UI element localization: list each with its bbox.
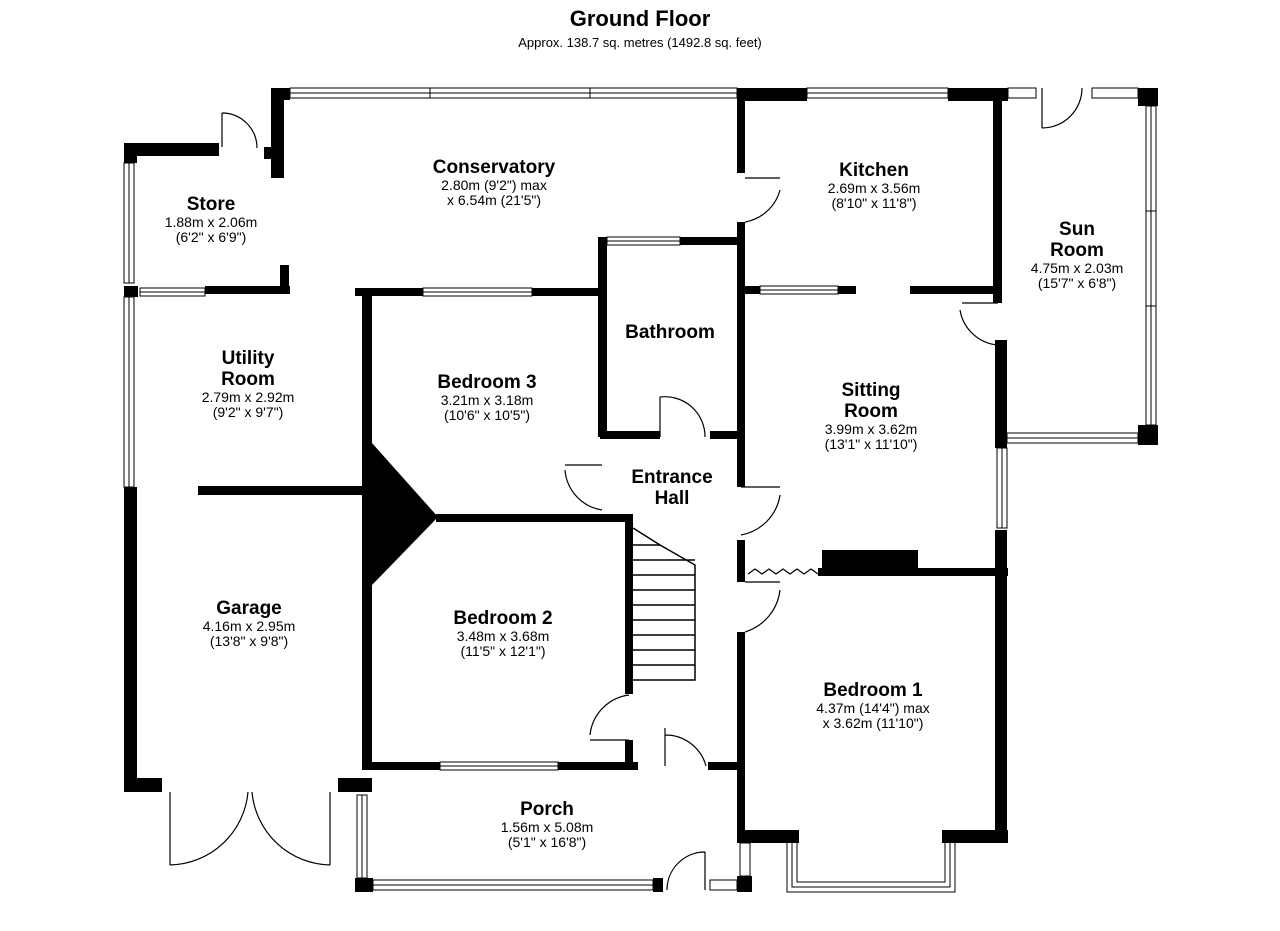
room-name: Porch: [520, 799, 574, 820]
room-name: Bathroom: [625, 322, 715, 343]
room-name: Bedroom 1: [823, 680, 923, 701]
room-name: Kitchen: [839, 160, 909, 181]
room-dimensions: 4.75m x 2.03m: [1030, 260, 1124, 276]
room-name: Sitting: [841, 380, 901, 401]
room-name: Store: [186, 194, 236, 215]
room-dimensions: 1.56m x 5.08m: [500, 819, 594, 835]
room-dimensions: (5'1" x 16'8"): [507, 834, 587, 850]
room-dimensions: 3.99m x 3.62m: [824, 421, 918, 437]
room-dimensions: 1.88m x 2.06m: [164, 214, 258, 230]
plan-title: Ground Floor: [569, 6, 711, 31]
room-dimensions: 3.48m x 3.68m: [456, 628, 550, 644]
room-dimensions: 2.80m (9'2") max: [441, 177, 547, 193]
room-name: Entrance: [631, 467, 713, 488]
room-dimensions: 2.69m x 3.56m: [827, 180, 921, 196]
room-name: Room: [844, 401, 898, 422]
plan-area: Approx. 138.7 sq. metres (1492.8 sq. fee…: [518, 35, 762, 50]
room-dimensions: (10'6" x 10'5"): [443, 407, 531, 423]
room-name: Sun: [1059, 219, 1095, 240]
room-dimensions: 3.21m x 3.18m: [440, 392, 534, 408]
room-dimensions: (6'2" x 6'9"): [175, 229, 247, 245]
room-name: Room: [1050, 240, 1104, 261]
room-dimensions: (13'8" x 9'8"): [209, 633, 289, 649]
room-dimensions: (13'1" x 11'10"): [824, 436, 918, 452]
walls: [124, 88, 1158, 892]
room-name: Conservatory: [432, 157, 556, 178]
room-name: Garage: [216, 598, 282, 619]
room-name: Utility: [221, 348, 275, 369]
room-name: Bedroom 2: [453, 608, 553, 629]
room-dimensions: x 6.54m (21'5"): [446, 192, 541, 208]
room-dimensions: 4.37m (14'4") max: [816, 700, 930, 716]
room-dimensions: (15'7" x 6'8"): [1037, 275, 1117, 291]
windows: [123, 87, 1157, 893]
room-name: Hall: [654, 488, 690, 509]
doors: [169, 87, 1083, 891]
room-dimensions: x 3.62m (11'10"): [822, 715, 924, 731]
room-dimensions: (8'10" x 11'8"): [831, 195, 917, 211]
room-dimensions: (9'2" x 9'7"): [212, 404, 284, 420]
room-dimensions: 2.79m x 2.92m: [201, 389, 295, 405]
room-dimensions: (11'5" x 12'1"): [460, 643, 546, 659]
room-label-bathroom: Bathroom: [625, 322, 715, 343]
room-name: Room: [221, 369, 275, 390]
staircase: [632, 527, 696, 681]
room-name: Bedroom 3: [437, 372, 537, 393]
room-dimensions: 4.16m x 2.95m: [202, 618, 296, 634]
